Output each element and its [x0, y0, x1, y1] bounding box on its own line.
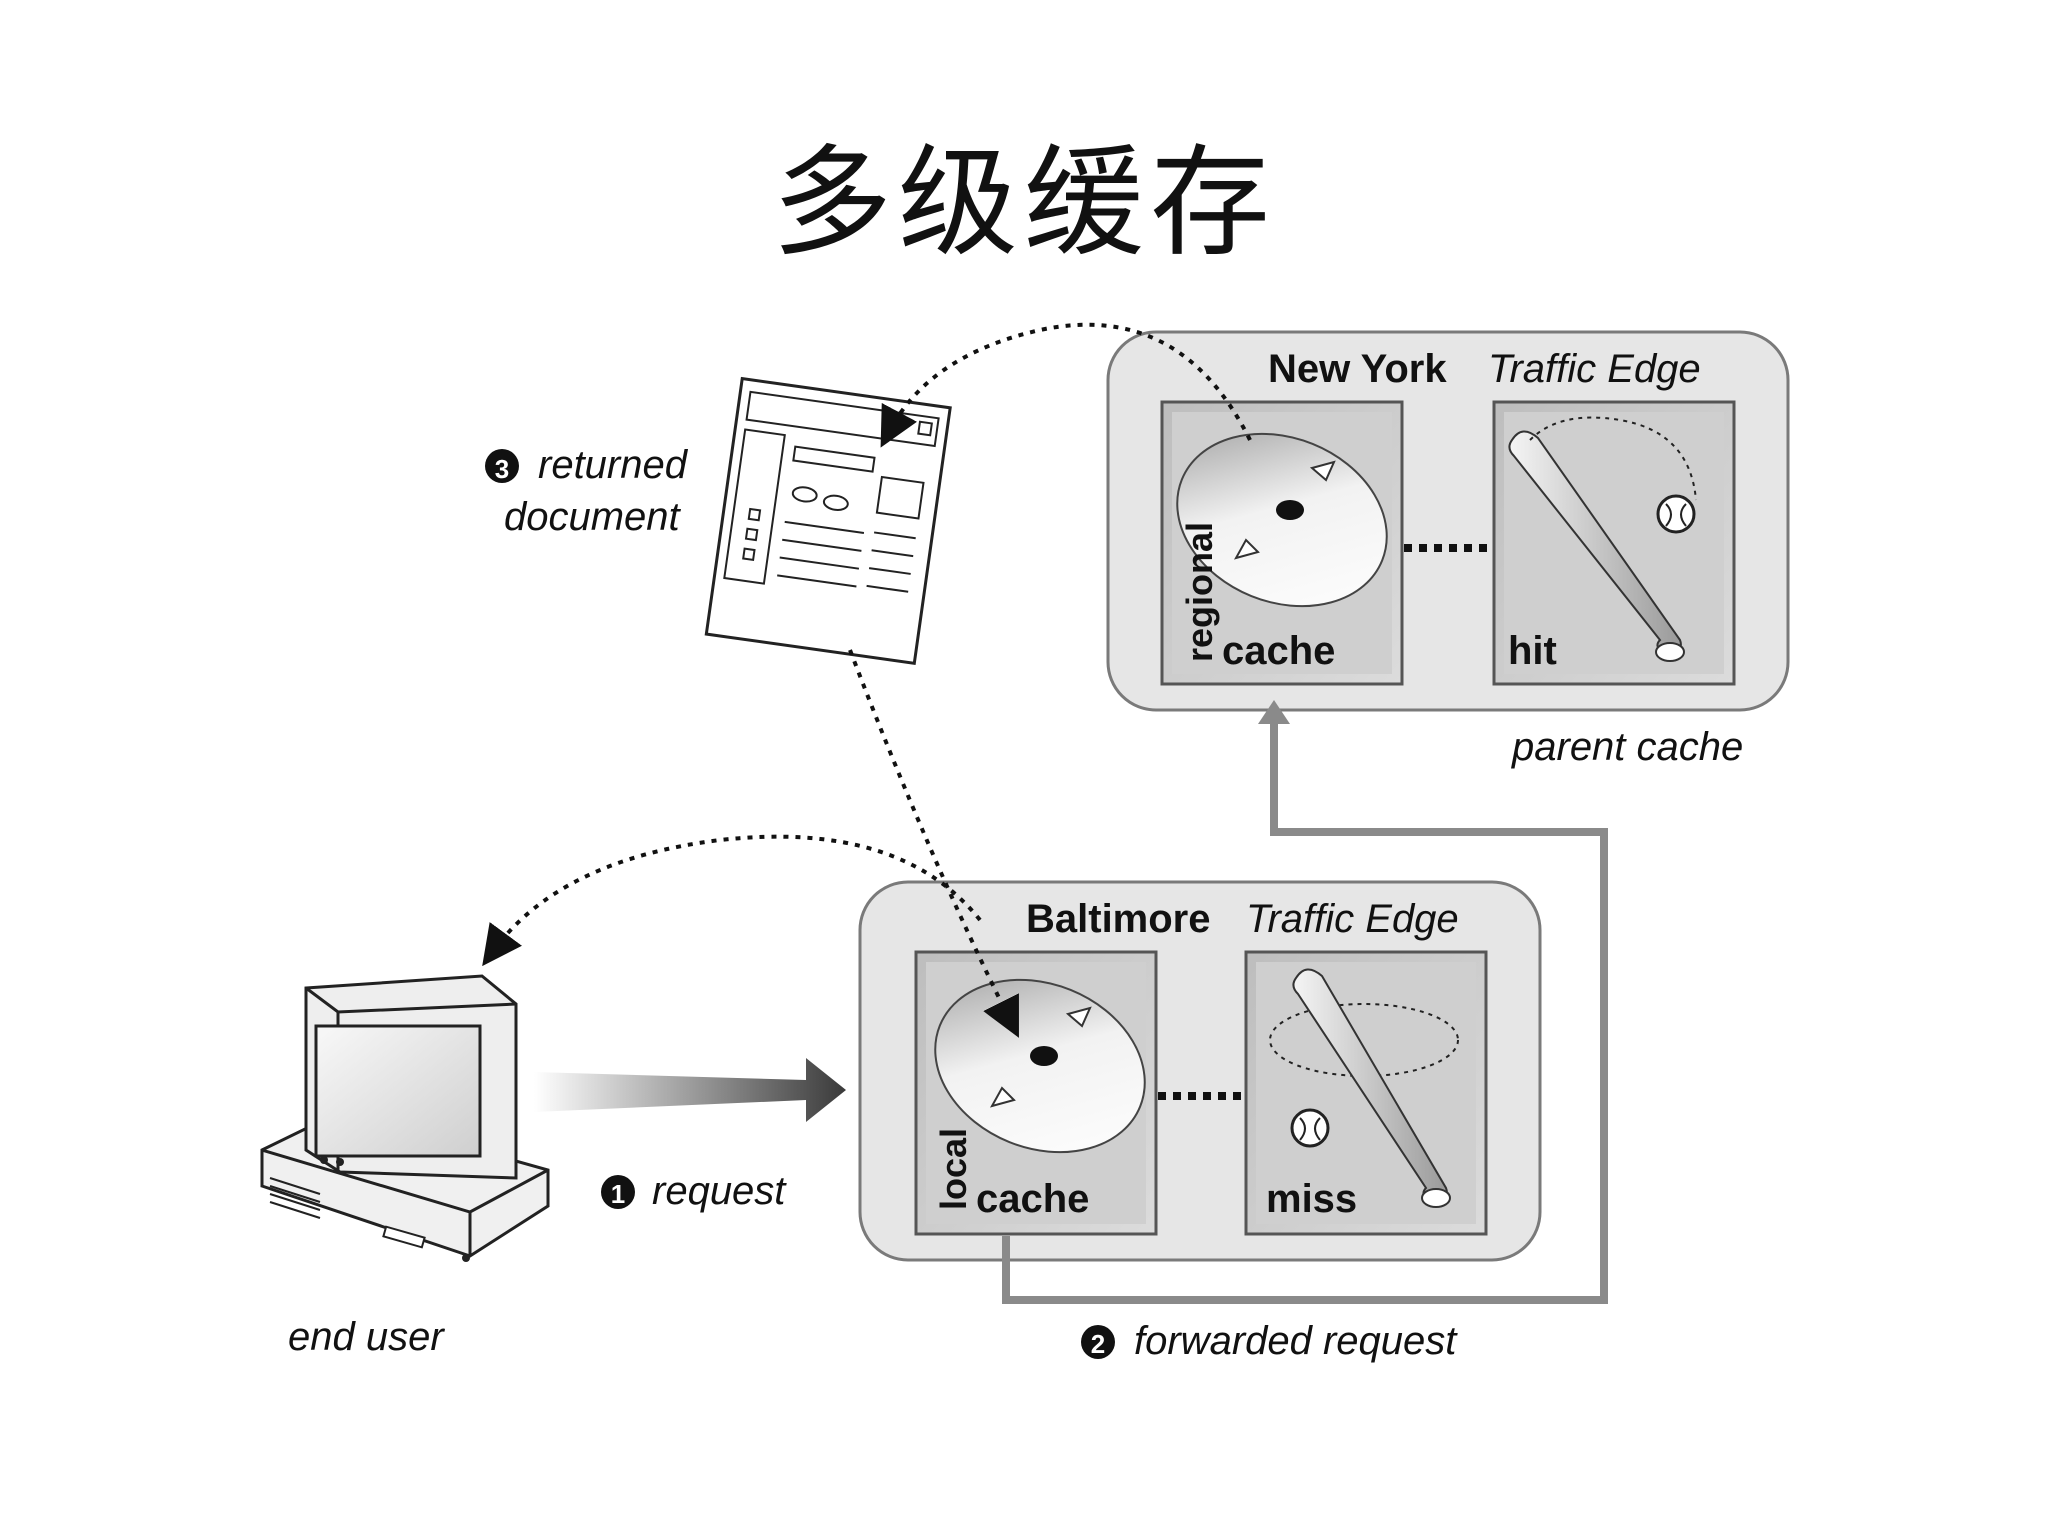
step-1-label: 1 request	[601, 1169, 787, 1213]
step-3-label: 3 returned document	[485, 443, 689, 539]
parent-cache-caption: parent cache	[1511, 725, 1743, 769]
svg-text:2: 2	[1091, 1329, 1105, 1359]
hit-label: hit	[1508, 629, 1557, 673]
regional-cache-label: cache	[1222, 629, 1335, 673]
parent-location: New York	[1268, 347, 1447, 391]
local-vertical-label: local	[933, 1128, 974, 1210]
local-cache-panel: local cache	[914, 950, 1158, 1236]
monitor-screen	[314, 1024, 482, 1158]
svg-text:3: 3	[495, 454, 509, 484]
parent-cache-node: New York Traffic Edge regional cache hit	[1106, 330, 1790, 769]
ball-icon	[1656, 494, 1696, 534]
local-location: Baltimore	[1026, 897, 1211, 941]
parent-product: Traffic Edge	[1488, 347, 1701, 391]
end-user-computer-icon	[260, 974, 550, 1262]
forwarded-request-path	[1002, 720, 1608, 1304]
local-cache-node: Baltimore Traffic Edge local cache miss	[858, 880, 1542, 1262]
hit-panel: hit	[1492, 400, 1736, 686]
step-2-badge	[1081, 1325, 1115, 1359]
document-icon	[704, 376, 952, 666]
step-3-badge	[485, 449, 519, 483]
ball-icon-miss	[1290, 1108, 1330, 1148]
step-2-label: 2 forwarded request	[1081, 1319, 1458, 1363]
step-1-badge	[601, 1175, 635, 1209]
svg-text:1: 1	[611, 1179, 625, 1209]
end-user-label: end user	[288, 1315, 445, 1359]
regional-vertical-label: regional	[1179, 522, 1220, 662]
local-product: Traffic Edge	[1246, 897, 1459, 941]
return-path-local-to-user	[482, 834, 982, 967]
miss-label: miss	[1266, 1177, 1357, 1221]
miss-panel: miss	[1244, 950, 1488, 1236]
regional-cache-panel: regional cache	[1160, 400, 1404, 686]
svg-text:returned: returned	[538, 443, 689, 487]
regional-cache-disc-icon	[1176, 432, 1388, 608]
svg-text:request: request	[652, 1169, 787, 1213]
return-path-parent-to-document	[880, 322, 1252, 448]
page-title: 多级缓存	[772, 134, 1276, 273]
request-arrow	[534, 1058, 846, 1122]
forwarded-request-arrowhead	[1258, 700, 1290, 724]
svg-text:forwarded request: forwarded request	[1134, 1319, 1458, 1363]
svg-text:document: document	[504, 495, 682, 539]
local-cache-label: cache	[976, 1177, 1089, 1221]
